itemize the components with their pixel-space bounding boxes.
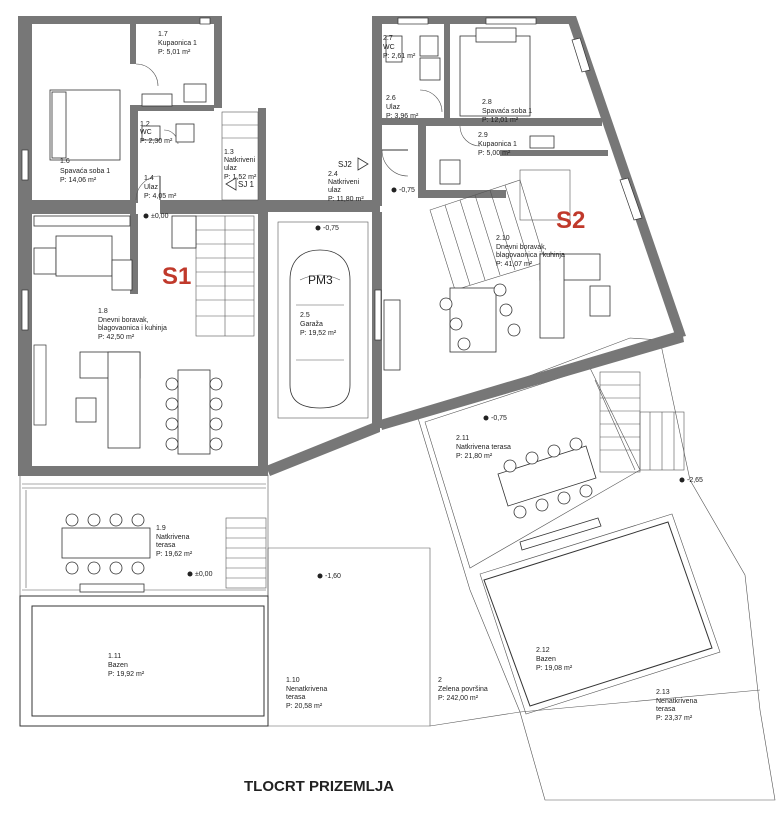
label-2-8-name: Spavaća soba 1 (482, 108, 532, 115)
pool-s2 (483, 521, 713, 707)
label-1-3-name2: ulaz (224, 165, 237, 172)
site-outline (19, 337, 776, 801)
label-1-10-num: 1.10 (286, 677, 300, 684)
label-1-6-num: 1.6 (60, 158, 70, 165)
unit-label-s2: S2 (556, 207, 585, 234)
level-markers: ±0,00 -0,75 -0,75 -0,75 ±0,00 -1,60 -2,6… (143, 187, 703, 580)
label-1-6-area: P: 14,06 m² (60, 177, 97, 184)
level-s1-living: ±0,00 (151, 213, 169, 220)
label-1-3-area: P: 1,52 m² (224, 174, 257, 181)
label-2-4-name1: Natkriveni (328, 179, 360, 186)
label-2-12-area: P: 19,08 m² (536, 665, 573, 672)
label-2-8-num: 2.8 (482, 99, 492, 106)
label-2-6-name: Ulaz (386, 104, 401, 111)
label-1-7-name: Kupaonica 1 (158, 40, 197, 47)
label-2-9-area: P: 5,00 m² (478, 150, 511, 157)
garage-outline (277, 221, 369, 419)
label-1-9-num: 1.9 (156, 525, 166, 532)
label-2-4-area: P: 11,80 m² (328, 196, 364, 203)
label-2-4-name2: ulaz (328, 187, 341, 194)
label-2-9-num: 2.9 (478, 132, 488, 139)
label-1-8-name1: Dnevni boravak, (98, 317, 149, 324)
label-1-8-area: P: 42,50 m² (98, 334, 135, 341)
garage-mark: PM3 (308, 273, 333, 287)
label-2-10-name1: Dnevni boravak, (496, 244, 547, 251)
label-2-8-area: P: 12,01 m² (482, 117, 519, 124)
label-2-10-name2: blagovaonica i kuhinja (496, 252, 565, 259)
label-1-8-name2: blagovaonica i kuhinja (98, 325, 167, 332)
label-1-7-num: 1.7 (158, 31, 168, 38)
label-1-3-name1: Natkriveni (224, 157, 256, 164)
label-2-num: 2 (438, 677, 442, 684)
label-2-11-num: 2.11 (456, 435, 469, 442)
label-1-11-name: Bazen (108, 662, 128, 669)
label-2-11-area: P: 21,80 m² (456, 453, 493, 460)
label-2-10-num: 2.10 (496, 235, 510, 242)
label-1-2-name: WC (140, 129, 152, 136)
label-2-5-num: 2.5 (300, 312, 310, 319)
label-2-6-num: 2.6 (386, 95, 396, 102)
unit-label-s1: S1 (162, 263, 191, 290)
label-2-13-num: 2.13 (656, 689, 670, 696)
label-1-9-name1: Natkrivena (156, 534, 190, 541)
label-2-12-num: 2.12 (536, 647, 550, 654)
label-2-name: Zelena površina (438, 686, 488, 693)
label-2-10-area: P: 41,07 m² (496, 261, 533, 268)
furniture-s1 (33, 83, 223, 593)
label-1-4-name: Ulaz (144, 184, 159, 191)
stair-s2 (429, 169, 571, 291)
windows (21, 17, 643, 426)
level-s1-terrace: ±0,00 (195, 571, 213, 578)
label-1-3-num: 1.3 (224, 149, 234, 156)
label-2-7-name: WC (383, 44, 395, 51)
walls (18, 16, 686, 476)
level-pool-edge: -2,65 (687, 477, 703, 484)
doors (135, 63, 481, 201)
label-2-5-name: Garaža (300, 321, 323, 328)
label-1-2-area: P: 2,30 m² (140, 138, 173, 145)
label-1-9-area: P: 19,62 m² (156, 551, 193, 558)
door-sj2: SJ2 (338, 160, 352, 169)
label-2-11-name: Natkrivena terasa (456, 444, 511, 451)
level-yard: -1,60 (325, 573, 341, 580)
label-1-8-num: 1.8 (98, 308, 108, 315)
level-s2-terrace: -0,75 (491, 415, 507, 422)
drawing-title: TLOCRT PRIZEMLJA (244, 778, 394, 795)
furniture-s2 (383, 27, 611, 551)
label-2-12-name: Bazen (536, 656, 556, 663)
label-2-5-area: P: 19,52 m² (300, 330, 337, 337)
label-1-6-name: Spavaća soba 1 (60, 168, 110, 175)
door-sj1: SJ 1 (238, 180, 255, 189)
outdoor-stairs-s1 (225, 517, 267, 589)
label-2-13-name2: terasa (656, 706, 676, 713)
label-2-4-num: 2.4 (328, 171, 338, 178)
label-1-10-name2: terasa (286, 694, 306, 701)
car-icon (289, 249, 351, 409)
label-1-4-area: P: 4,05 m² (144, 193, 177, 200)
label-2-6-area: P: 3,96 m² (386, 113, 419, 120)
label-1-7-area: P: 5,01 m² (158, 49, 191, 56)
label-1-11-num: 1.11 (108, 653, 121, 660)
label-1-10-area: P: 20,58 m² (286, 703, 323, 710)
level-s2-entry: -0,75 (399, 187, 415, 194)
outdoor-stairs-s2 (599, 371, 685, 473)
label-2-13-name1: Nenatkrivena (656, 698, 697, 705)
label-2-7-num: 2.7 (383, 35, 393, 42)
label-1-2-num: 1.2 (140, 121, 150, 128)
room-labels: 1.7 Kupaonica 1 P: 5,01 m² 1.2 WC P: 2,3… (60, 31, 697, 722)
door-markers: SJ 1 SJ2 (225, 157, 369, 191)
label-1-11-area: P: 19,92 m² (108, 671, 145, 678)
label-2-7-area: P: 2,61 m² (383, 53, 416, 60)
label-2-13-area: P: 23,37 m² (656, 715, 693, 722)
label-1-10-name1: Nenatkrivena (286, 686, 327, 693)
pool-s1 (31, 605, 265, 717)
label-2-9-name: Kupaonica 1 (478, 141, 517, 148)
label-1-4-num: 1.4 (144, 175, 154, 182)
stair-s1 (195, 111, 259, 337)
level-garage: -0,75 (323, 225, 339, 232)
label-1-9-name2: terasa (156, 542, 176, 549)
label-2-area: P: 242,00 m² (438, 695, 479, 702)
